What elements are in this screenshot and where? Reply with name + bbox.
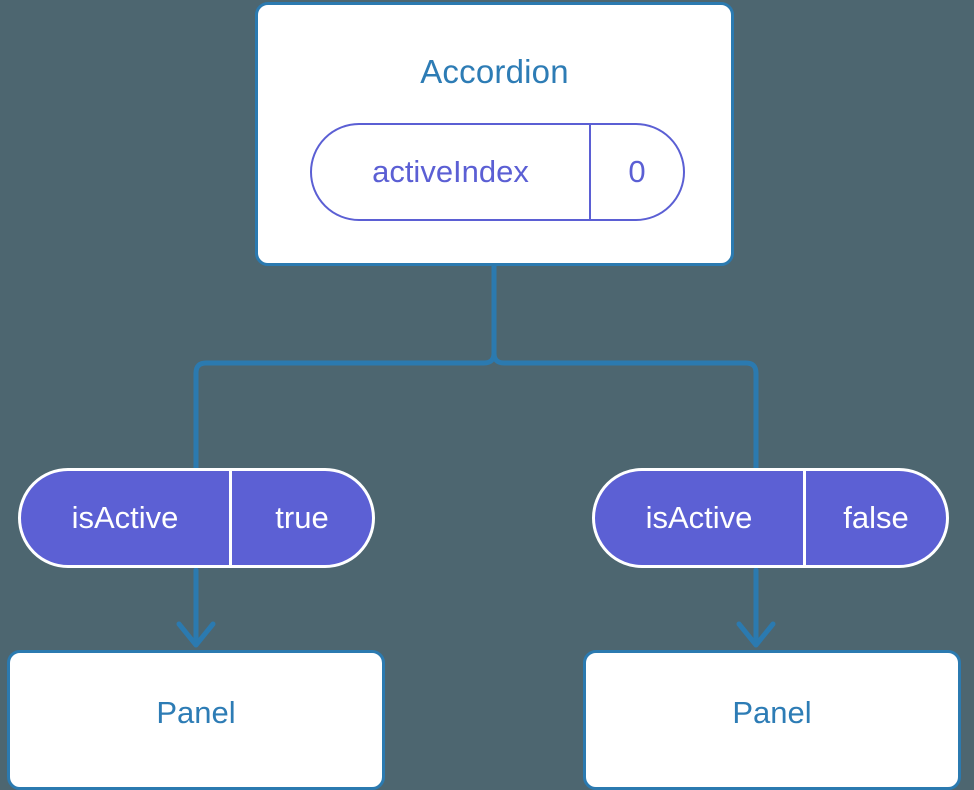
state-pill-value: false xyxy=(843,500,909,535)
accordion-title: Accordion xyxy=(420,53,569,90)
accordion-prop-pill[interactable]: activeIndex 0 xyxy=(310,123,685,221)
panel-title: Panel xyxy=(732,695,812,730)
panel-component-node-right[interactable]: Panel xyxy=(583,650,961,790)
state-pill-key: isActive xyxy=(595,471,806,565)
state-pill-value: true xyxy=(275,500,329,535)
accordion-component-node[interactable]: Accordion activeIndex 0 xyxy=(255,2,734,266)
arrow-left-head xyxy=(176,621,216,648)
connector-root-to-right-pill xyxy=(491,263,759,471)
panel-component-node-left[interactable]: Panel xyxy=(7,650,385,790)
accordion-prop-value: 0 xyxy=(628,154,646,189)
connector-root-to-left-pill xyxy=(193,263,497,471)
diagram-canvas: Accordion activeIndex 0 isActive true is… xyxy=(7,2,961,790)
state-pill-is-active-false[interactable]: isActive false xyxy=(592,468,949,568)
panel-title: Panel xyxy=(156,695,236,730)
accordion-prop-key: activeIndex xyxy=(312,125,591,219)
state-pill-key: isActive xyxy=(21,471,232,565)
state-pill-is-active-true[interactable]: isActive true xyxy=(18,468,375,568)
arrow-right-head xyxy=(736,621,776,648)
